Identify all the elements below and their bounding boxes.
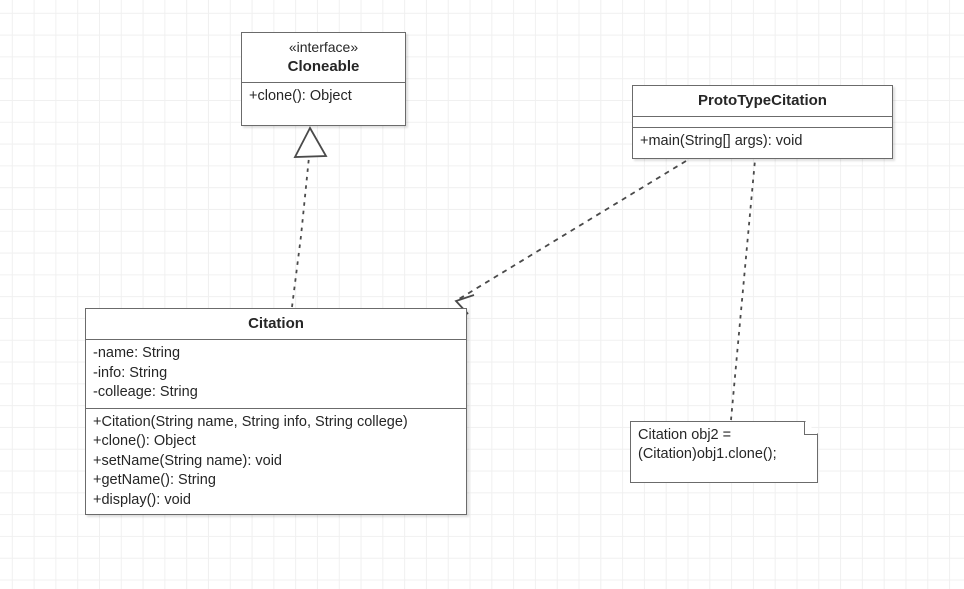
- class-name-citation: Citation: [248, 315, 304, 332]
- note-fold-corner-icon: [804, 421, 818, 435]
- class-header-cloneable: «interface» Cloneable: [242, 33, 405, 82]
- class-methods-cloneable: +clone(): Object: [242, 82, 405, 123]
- note-clone-call[interactable]: Citation obj2 = (Citation)obj1.clone();: [630, 421, 818, 483]
- class-methods-citation: +Citation(String name, String info, Stri…: [86, 407, 466, 516]
- note-body: [630, 421, 818, 483]
- dependency-prototypecitation-citation: [454, 160, 687, 315]
- class-stereotype-cloneable: «interface»: [288, 39, 359, 55]
- anchor-note-prototypecitation: [730, 159, 756, 421]
- class-header-prototypecitation: ProtoTypeCitation: [633, 86, 892, 116]
- method-item: +setName(String name): void: [93, 452, 282, 469]
- class-box-cloneable[interactable]: «interface» Cloneable +clone(): Object: [241, 32, 406, 126]
- class-box-citation[interactable]: Citation -name: String -info: String -co…: [85, 308, 467, 515]
- class-name-prototypecitation: ProtoTypeCitation: [698, 92, 827, 109]
- realization-citation-cloneable: [291, 126, 328, 308]
- attribute-item: -colleage: String: [93, 384, 198, 400]
- method-item: +display(): void: [93, 491, 191, 508]
- method-item: +getName(): String: [93, 472, 216, 488]
- class-attributes-citation: -name: String -info: String -colleage: S…: [86, 339, 466, 408]
- class-name-cloneable: Cloneable: [287, 58, 360, 75]
- attribute-item: -name: String: [93, 345, 181, 361]
- method-item: +Citation(String name, String info, Stri…: [93, 413, 408, 430]
- note-text: Citation obj2 = (Citation)obj1.clone();: [638, 427, 777, 462]
- attribute-item: -info: String: [93, 364, 168, 381]
- class-box-prototypecitation[interactable]: ProtoTypeCitation +main(String[] args): …: [632, 85, 893, 159]
- method-item: +main(String[] args): void: [640, 133, 803, 149]
- class-header-citation: Citation: [86, 309, 466, 339]
- class-attributes-prototypecitation: [633, 116, 892, 127]
- class-methods-prototypecitation: +main(String[] args): void: [633, 127, 892, 157]
- method-item: +clone(): Object: [249, 88, 352, 104]
- method-item: +clone(): Object: [93, 433, 196, 449]
